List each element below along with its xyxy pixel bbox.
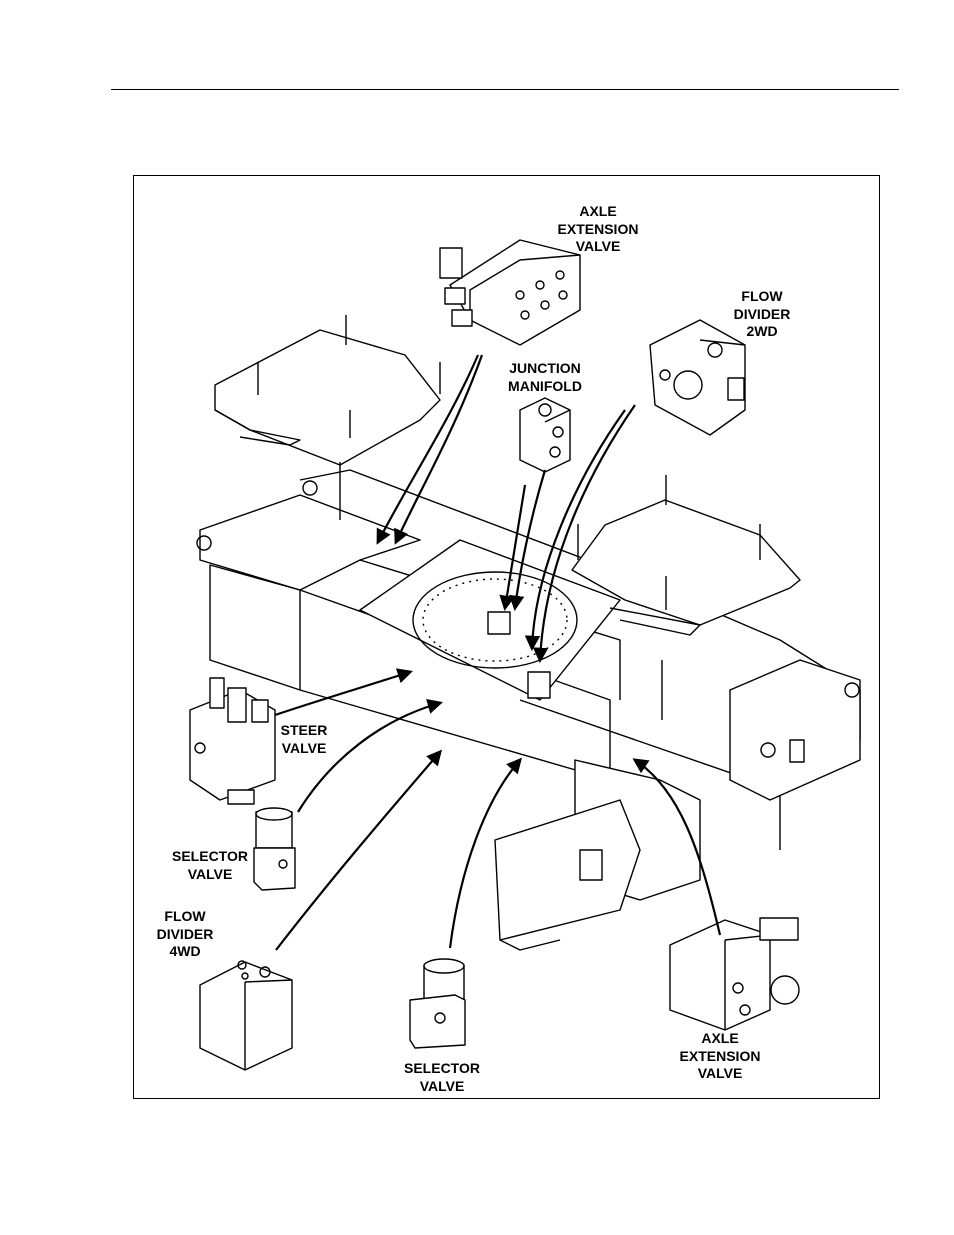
- flow-divider-4wd-part: [200, 961, 292, 1070]
- label-junction-manifold: JUNCTION MANIFOLD: [490, 360, 600, 395]
- label-selector-valve-bottom: SELECTOR VALVE: [392, 1060, 492, 1095]
- axle-extension-valve-top-part: [440, 240, 580, 345]
- label-flow-divider-2wd: FLOW DIVIDER 2WD: [712, 288, 812, 341]
- steer-valve-part: [190, 678, 275, 804]
- selector-valve-bottom-part: [410, 959, 465, 1048]
- label-axle-extension-valve-top: AXLE EXTENSION VALVE: [543, 203, 653, 256]
- arrow-flow-divider-4wd: [276, 752, 440, 950]
- arrow-selector-left: [298, 703, 440, 812]
- label-selector-valve-left: SELECTOR VALVE: [160, 848, 260, 883]
- arrow-steer-valve: [275, 672, 410, 715]
- selector-valve-left-part: [254, 808, 295, 890]
- label-steer-valve: STEER VALVE: [272, 722, 336, 757]
- axle-extension-valve-bottom-part: [670, 918, 799, 1030]
- junction-manifold-part: [520, 398, 570, 472]
- label-flow-divider-4wd: FLOW DIVIDER 4WD: [145, 908, 225, 961]
- label-axle-extension-valve-bottom: AXLE EXTENSION VALVE: [665, 1030, 775, 1083]
